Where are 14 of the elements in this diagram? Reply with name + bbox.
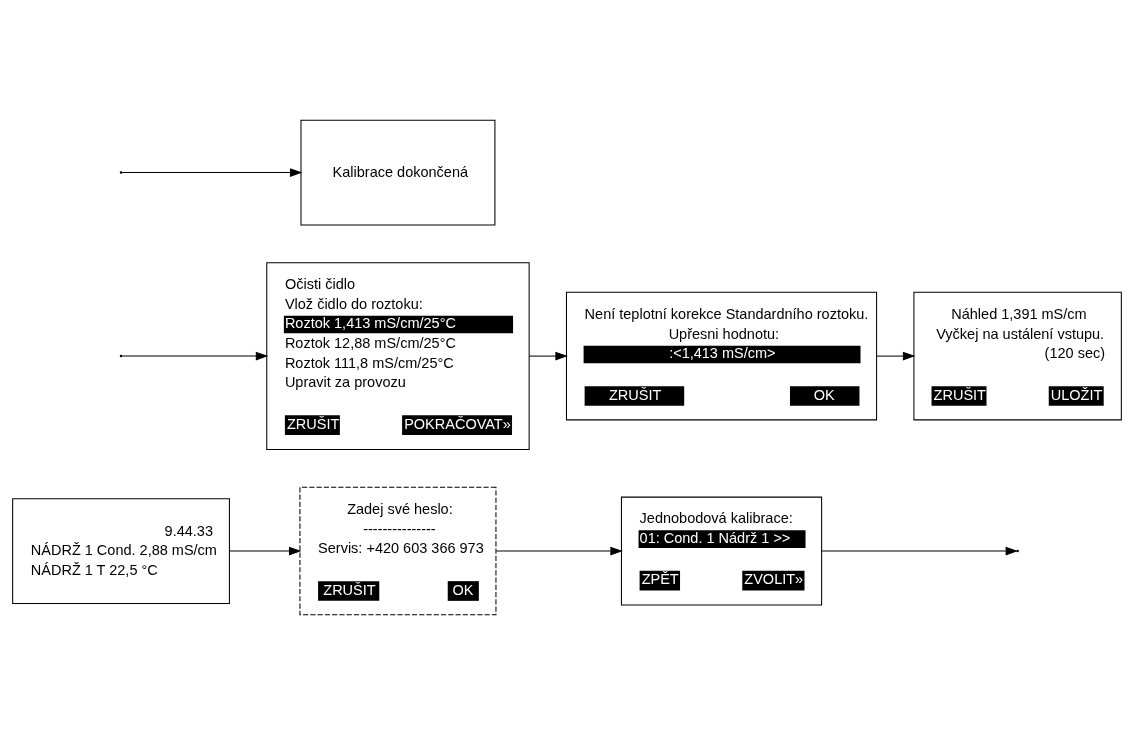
arrow	[229, 546, 302, 556]
node-box: Kalibrace dokončená	[300, 119, 496, 226]
node-box: Očisti čidlo Vlož čidlo do roztoku: Roztok 1,413 mS/cm/25°C Roztok 12,88 mS/cm/25°C Roztok 111,8 mS/cm/25°C Upravit za provozu ZRUŠIT POKRAČOVAT»	[266, 262, 530, 450]
node-box: Náhled 1,391 mS/cm Vyčkej na ustálení vstupu. (120 sec) ZRUŠIT ULOŽIT	[913, 291, 1122, 421]
arrow	[121, 168, 303, 177]
node-box: Není teplotní korekce Standardního roztoku. Upřesni hodnotu: :<1,413 mS/cm> ZRUŠIT OK	[565, 291, 878, 421]
arrow	[495, 546, 623, 556]
arrow	[876, 351, 916, 361]
node-box: Zadej své heslo: --------------- Servis: +420 603 366 973 ZRUŠIT OK	[299, 486, 497, 616]
arrow	[528, 351, 568, 361]
arrow	[821, 546, 1019, 556]
arrow	[121, 351, 269, 361]
node-box: Jednobodová kalibrace: 01: Cond. 1 Nádrž 1 >> ZPĚT ZVOLIT»	[620, 496, 823, 606]
node-box: 9.44.33 NÁDRŽ 1 Cond. 2,88 mS/cm NÁDRŽ 1 T 22,5 °C	[12, 498, 230, 604]
